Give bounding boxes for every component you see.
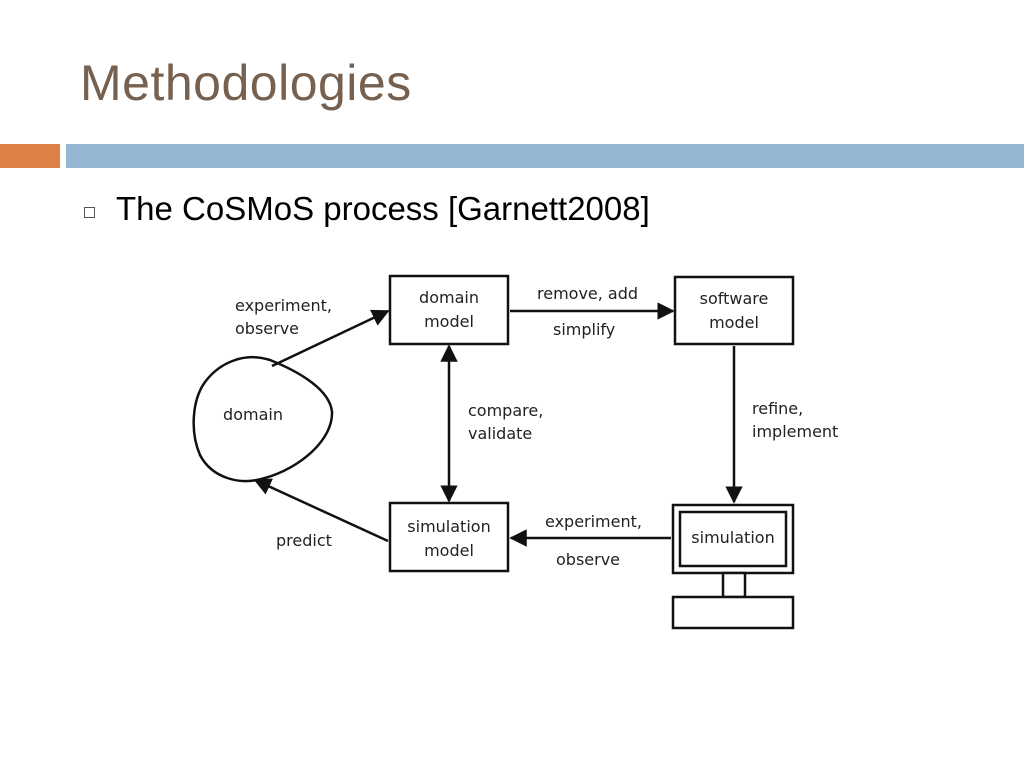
domain-blob — [192, 355, 334, 483]
label-refine: refine, — [752, 399, 803, 418]
accent-bar — [0, 144, 60, 168]
slide-title: Methodologies — [80, 55, 412, 111]
label-validate: validate — [468, 424, 532, 443]
label-experiment-top-1: experiment, — [235, 296, 332, 315]
node-software-model-line2: model — [709, 313, 759, 332]
domain-model-box — [388, 274, 510, 346]
arrow-simulation-model-to-domain — [253, 478, 389, 543]
monitor-screen — [678, 510, 788, 568]
simulation-model-box — [388, 501, 510, 573]
label-remove-add: remove, add — [537, 284, 638, 303]
label-simplify: simplify — [553, 320, 615, 339]
monitor-base — [671, 595, 795, 630]
monitor-stand — [721, 571, 747, 599]
bullet-square-icon — [84, 207, 95, 218]
label-compare: compare, — [468, 401, 543, 420]
label-experiment-top-2: observe — [235, 319, 299, 338]
node-domain-model-line2: model — [424, 312, 474, 331]
bullet-text: The CoSMoS process [Garnett2008] — [116, 190, 650, 227]
header-bar — [66, 144, 1024, 168]
node-software-model-line1: software — [700, 289, 769, 308]
node-domain-model-line1: domain — [419, 288, 479, 307]
node-simulation-model-line1: simulation — [407, 517, 490, 536]
label-predict: predict — [276, 531, 332, 550]
node-domain: domain — [223, 405, 283, 424]
label-implement: implement — [752, 422, 838, 441]
arrow-domain-to-domain-model — [271, 309, 390, 368]
software-model-box — [673, 275, 795, 346]
label-experiment-bottom-2: observe — [556, 550, 620, 569]
node-simulation: simulation — [691, 528, 774, 547]
label-experiment-bottom-1: experiment, — [545, 512, 642, 531]
node-simulation-model-line2: model — [424, 541, 474, 560]
